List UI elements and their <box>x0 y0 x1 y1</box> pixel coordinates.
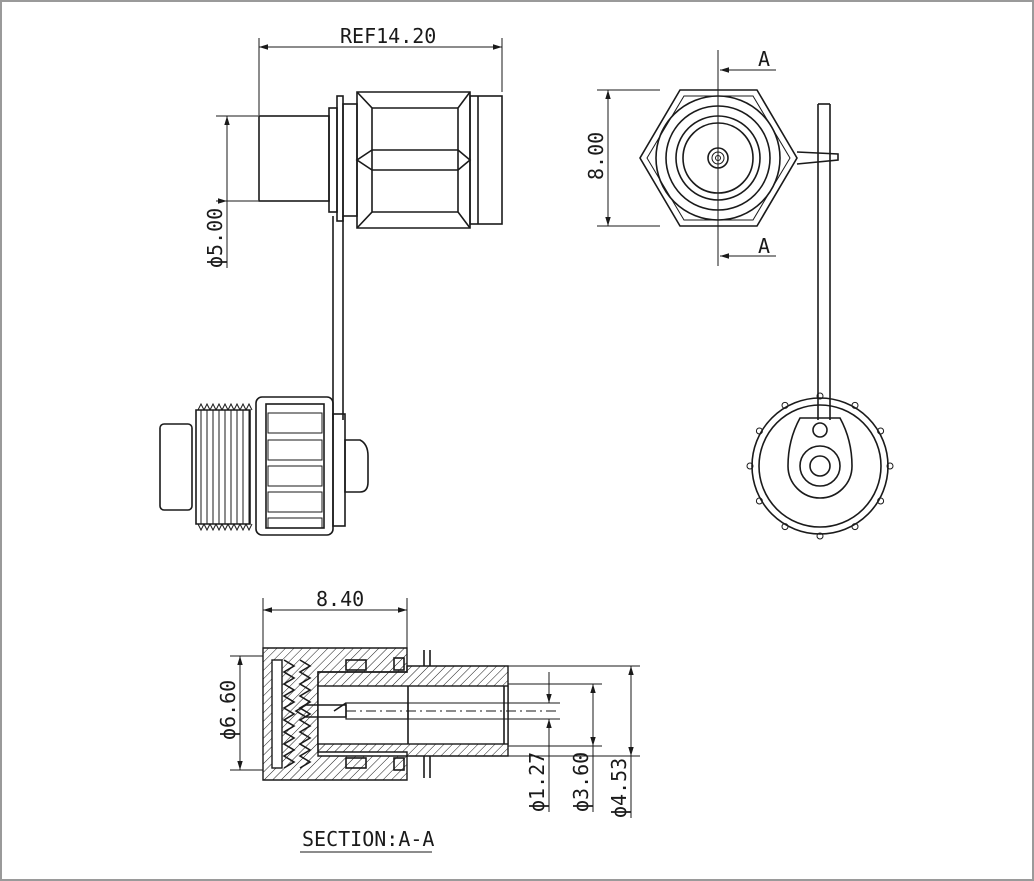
section-marker-bottom: A <box>758 234 770 258</box>
cap-length-label: 8.40 <box>316 587 364 611</box>
section-marker-top: A <box>758 47 770 71</box>
cap-side-view <box>159 396 369 536</box>
thread-diameter-label: ϕ6.60 <box>216 680 240 740</box>
inner-diameter-label: ϕ3.60 <box>569 752 593 812</box>
ref-length-label: REF14.20 <box>340 24 436 48</box>
pin-diameter-label: ϕ1.27 <box>525 752 549 812</box>
cap-front-view <box>746 392 894 540</box>
outer-diameter-label: ϕ4.53 <box>607 758 631 818</box>
front-view: 8.00 A A <box>584 47 839 420</box>
section-caption: SECTION:A-A <box>302 827 434 851</box>
side-view: REF14.20 ϕ5.00 <box>203 24 503 420</box>
hex-height-label: 8.00 <box>584 132 608 180</box>
section-view: 8.40 ϕ6.60 <box>216 587 640 853</box>
body-diameter-label: ϕ5.00 <box>203 208 227 268</box>
